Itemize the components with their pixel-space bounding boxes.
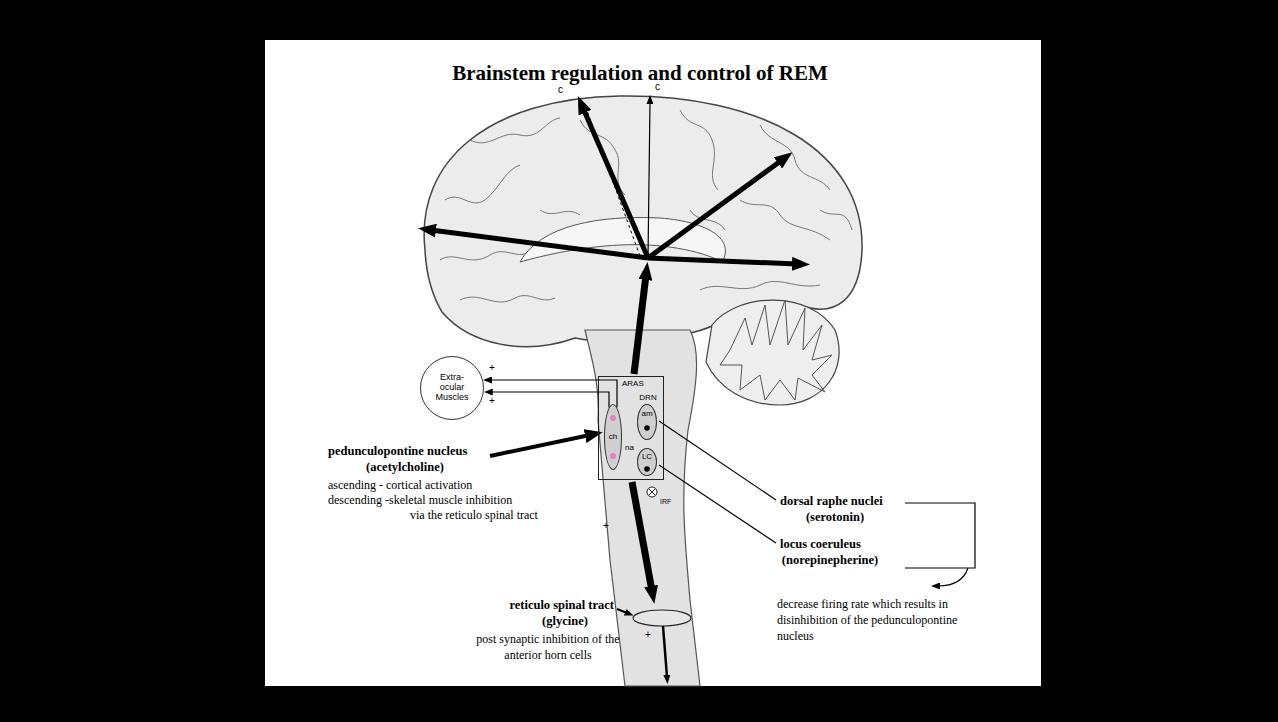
slide-title: Brainstem regulation and control of REM (452, 60, 827, 86)
annotation-text: locus coeruleus (780, 537, 861, 553)
pink-dot (610, 453, 616, 459)
node-label: Extra- ocular Muscles (427, 373, 477, 403)
irf-cross (649, 489, 655, 495)
pink-dot (610, 415, 616, 421)
symbol-label: + (489, 362, 495, 375)
drawing-part (440, 250, 530, 260)
annotation-text: ascending - cortical activation (328, 478, 472, 493)
nucleus-oval: ch (604, 404, 622, 470)
bracket (905, 503, 975, 586)
nucleus-dot (644, 425, 650, 431)
drawing-part (760, 125, 830, 190)
cerebellum-folia (720, 300, 832, 400)
drawing-part (445, 165, 520, 203)
reticulospinal-ellipse (633, 610, 691, 626)
annotation-text: (glycine) (542, 614, 588, 630)
nucleus-oval: DRNam (637, 404, 657, 440)
connector-arrow (491, 392, 609, 407)
drawing-part (617, 609, 627, 613)
drawing-part (905, 503, 975, 568)
raphe-nucleus (637, 404, 657, 440)
drawing-part (659, 465, 776, 543)
drawing-part (634, 275, 646, 374)
annotation-text: via the reticulo spinal tract (410, 508, 538, 523)
drawing-part (460, 296, 555, 302)
drawing-part (648, 160, 782, 258)
symbol-label: + (645, 629, 651, 642)
drawing-part (720, 300, 832, 400)
drawing-part (648, 102, 650, 258)
gyri-lines (440, 110, 852, 302)
drawing-part (470, 118, 560, 143)
muscle-circle: Extra- ocular Muscles (420, 356, 484, 420)
drawing-part (540, 210, 580, 215)
drawing-part (585, 105, 640, 256)
symbol-label: na (625, 443, 634, 453)
drawing-part (632, 482, 652, 591)
symbol-label: c (558, 84, 563, 97)
cholinergic-nucleus (604, 404, 622, 470)
node-label: ARAS (622, 380, 644, 388)
aras-box: ARASchDRNamLC (598, 376, 664, 480)
annotation-text: (acetylcholine) (366, 460, 444, 476)
node-label: LC (638, 453, 656, 461)
drawing-part (583, 108, 648, 258)
drawing-part (663, 626, 667, 677)
drawing-part (938, 568, 968, 586)
drawing-part (490, 435, 590, 456)
annotation-text: (serotonin) (806, 510, 864, 526)
coeruleus-nucleus (637, 448, 657, 476)
annotation-text: reticulo spinal tract (509, 598, 614, 614)
irf-circle (647, 487, 657, 497)
projection-arrows (431, 102, 797, 677)
drawing-part (648, 258, 797, 264)
symbol-label: IRF (660, 498, 671, 507)
nucleus-oval: LC (637, 448, 657, 476)
cerebellum (706, 300, 839, 405)
annotation-text: descending -skeletal muscle inhibition (328, 493, 512, 508)
symbol-label: + (489, 395, 495, 408)
drawing-part (431, 230, 648, 258)
annotation-text: post synaptic inhibition of the anterior… (473, 632, 623, 663)
node-label: am (638, 410, 656, 418)
drawing-part (700, 281, 820, 290)
drawing-part (680, 110, 718, 190)
drawing-part (740, 200, 830, 240)
drawing-part (820, 210, 852, 230)
annotation-text: decrease firing rate which results in di… (777, 596, 982, 645)
annotation-text: (norepinepherine) (782, 553, 878, 569)
node-label: ch (609, 433, 617, 441)
symbol-label: c (655, 81, 660, 94)
nucleus-dot (644, 466, 650, 472)
drawing-part (659, 421, 776, 500)
annotation-text: dorsal raphe nuclei (780, 494, 883, 510)
symbol-label: + (603, 520, 609, 533)
annotation-text: pedunculopontine nucleus (328, 444, 467, 460)
node-heading: DRN (634, 394, 662, 402)
